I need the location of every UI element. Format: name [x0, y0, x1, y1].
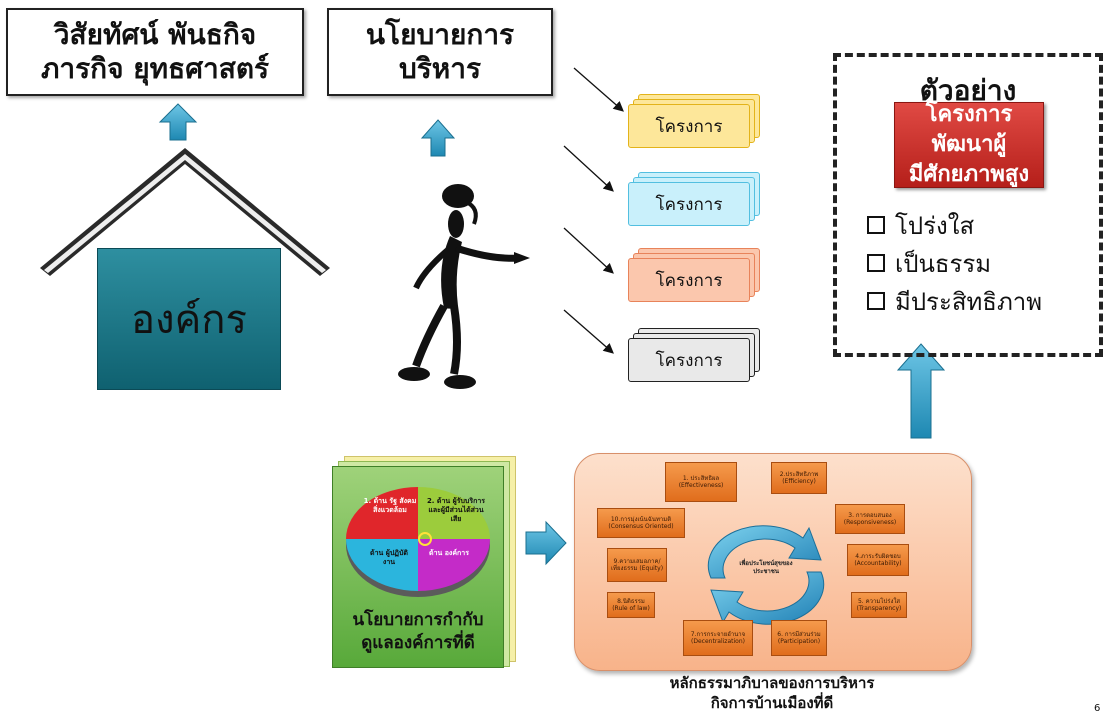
principle-box: 3. การตอบสนอง (Responsiveness) — [835, 504, 905, 534]
vision-line-2: ภารกิจ ยุทธศาสตร์ — [40, 52, 270, 85]
good-governance-caption: หลักธรรมาภิบาลของการบริหาร กิจการบ้านเมื… — [669, 674, 875, 712]
example-banner-line-2: มีศักยภาพสูง — [908, 162, 1030, 187]
quadrant-label: 2. ด้าน ผู้รับบริการ และผู้มีส่วนได้ส่วน… — [426, 497, 486, 523]
principle-box: 2.ประสิทธิภาพ (Efficiency) — [771, 462, 827, 494]
up-arrow-icon — [158, 103, 198, 141]
good-governance-panel: เพื่อประโยชน์สุขของประชาชน 1. ประสิทธิผล… — [574, 453, 972, 671]
governance-policy-caption: นโยบายการกำกับ ดูแลองค์การที่ดี — [352, 610, 484, 653]
example-banner-line-1: โครงการพัฒนาผู้ — [925, 102, 1013, 157]
policy-line-1: นโยบายการ — [365, 18, 515, 51]
policy-box: นโยบายการ บริหาร — [327, 8, 553, 96]
principle-box: 10.การมุ่งเน้นฉันทามติ (Consensus Orient… — [597, 508, 685, 538]
checklist-item: โปร่งใส — [867, 207, 1042, 245]
project-card: โครงการ — [628, 328, 760, 382]
principle-box: 9.ความเสมอภาค/เที่ยงธรรม (Equity) — [607, 548, 667, 582]
example-box: ตัวอย่าง โครงการพัฒนาผู้ มีศักยภาพสูง โป… — [833, 53, 1103, 357]
quadrant-label: ด้าน ผู้ปฏิบัติงาน — [370, 549, 408, 566]
example-checklist: โปร่งใส เป็นธรรม มีประสิทธิภาพ — [867, 207, 1042, 321]
project-card: โครงการ — [628, 94, 760, 148]
right-arrow-icon — [525, 520, 567, 566]
quadrant-slice — [346, 487, 418, 539]
example-banner: โครงการพัฒนาผู้ มีศักยภาพสูง — [894, 102, 1044, 188]
vision-line-1: วิสัยทัศน์ พันธกิจ — [53, 18, 257, 51]
checkbox-icon — [867, 216, 885, 234]
checkbox-icon — [867, 254, 885, 272]
project-label: โครงการ — [628, 182, 750, 226]
up-arrow-icon — [896, 343, 946, 439]
principle-box: 7.การกระจายอำนาจ (Decentralization) — [683, 620, 753, 656]
example-title: ตัวอย่าง — [919, 74, 1017, 107]
quadrant-label: 1. ด้าน รัฐ สังคม สิ่งแวดล้อม — [363, 497, 417, 514]
project-label: โครงการ — [628, 104, 750, 148]
quadrant-label: ด้าน องค์การ — [429, 549, 469, 557]
checklist-item: มีประสิทธิภาพ — [867, 283, 1042, 321]
project-label: โครงการ — [628, 338, 750, 382]
page-number: 6 — [1094, 703, 1101, 714]
vision-mission-box: วิสัยทัศน์ พันธกิจ ภารกิจ ยุทธศาสตร์ — [6, 8, 304, 96]
project-card: โครงการ — [628, 248, 760, 302]
principle-box: 5. ความโปร่งใส (Transparency) — [851, 592, 907, 618]
pointing-person-icon — [398, 184, 530, 389]
principle-box: 4.ภาระรับผิดชอบ (Accountability) — [847, 544, 909, 576]
principle-box: 1. ประสิทธิผล (Effectiveness) — [665, 462, 737, 502]
connector-lines — [563, 67, 624, 354]
project-card: โครงการ — [628, 172, 760, 226]
principle-box: 8.นิติธรรม (Rule of law) — [607, 592, 655, 618]
checklist-item: เป็นธรรม — [867, 245, 1042, 283]
policy-line-2: บริหาร — [398, 52, 482, 85]
governance-policy-page: 1. ด้าน รัฐ สังคม สิ่งแวดล้อม 2. ด้าน ผู… — [332, 466, 504, 668]
up-arrow-icon — [420, 119, 456, 157]
quadrant-slice — [346, 539, 418, 591]
organization-building: องค์กร — [97, 248, 281, 390]
governance-pie-chart — [346, 487, 490, 597]
quadrant-slice — [418, 487, 490, 539]
governance-center-label: เพื่อประโยชน์สุขของประชาชน — [739, 560, 793, 575]
governance-policy-card: 1. ด้าน รัฐ สังคม สิ่งแวดล้อม 2. ด้าน ผู… — [332, 456, 522, 668]
principle-box: 6. การมีส่วนร่วม (Participation) — [771, 620, 827, 656]
organization-label: องค์กร — [130, 297, 247, 343]
checkbox-icon — [867, 292, 885, 310]
quadrant-slice — [418, 539, 490, 591]
project-label: โครงการ — [628, 258, 750, 302]
